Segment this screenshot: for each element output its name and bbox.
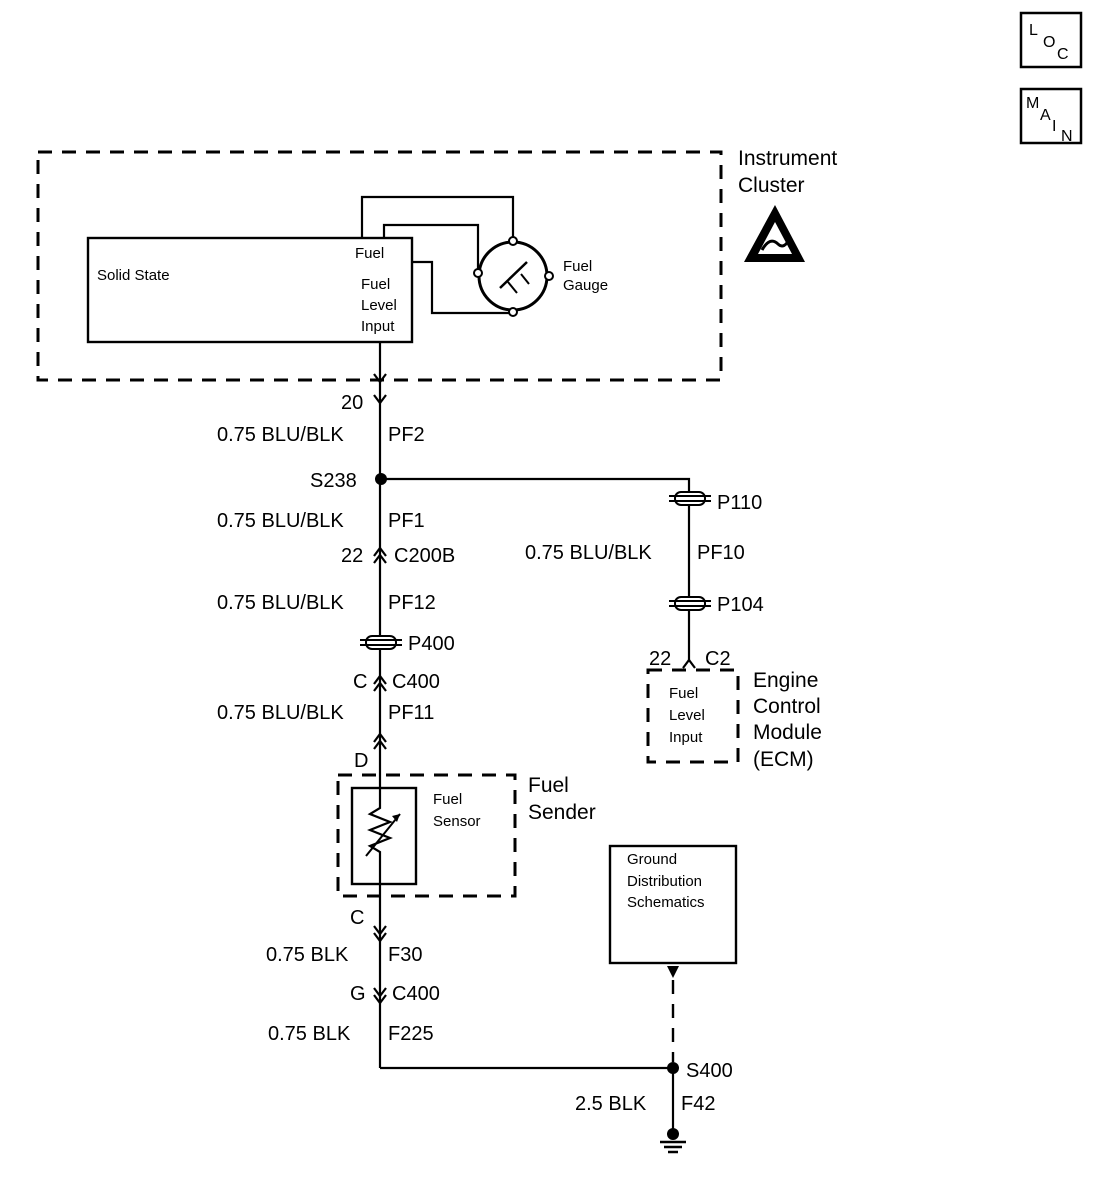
pass-through-p104 bbox=[669, 596, 711, 611]
ground-icon bbox=[660, 1128, 686, 1154]
svg-text:O: O bbox=[1043, 34, 1055, 51]
wire-pf10-label: 0.75 BLU/BLK bbox=[525, 542, 652, 564]
ecm-title: (ECM) bbox=[753, 748, 814, 771]
circuit-pf2-label: PF2 bbox=[388, 424, 425, 446]
circuit-f42-label: F42 bbox=[681, 1093, 715, 1115]
connector-c400 bbox=[373, 681, 387, 692]
pass-through-p110 bbox=[669, 491, 711, 506]
loc-button[interactable]: L O C bbox=[1019, 11, 1083, 69]
connector-c200b bbox=[373, 546, 387, 557]
connector-c2 bbox=[682, 658, 696, 669]
connector-symbol bbox=[373, 373, 387, 384]
circuit-f225-label: F225 bbox=[388, 1023, 434, 1045]
svg-text:I: I bbox=[1052, 118, 1056, 135]
pin-22-label: 22 bbox=[341, 545, 363, 567]
instrument-cluster-title: Cluster bbox=[738, 174, 805, 197]
svg-text:L: L bbox=[1029, 22, 1038, 39]
esd-warning-icon bbox=[744, 205, 805, 262]
splice-s400-label: S400 bbox=[686, 1060, 733, 1082]
fuel-sensor-label: Fuel bbox=[433, 791, 462, 808]
fuel-level-input-label: Fuel bbox=[361, 276, 390, 293]
pass-through-p110-label: P110 bbox=[717, 492, 762, 514]
fuel-gauge-icon bbox=[473, 236, 554, 317]
circuit-f30-label: F30 bbox=[388, 944, 422, 966]
ground-distribution-box[interactable] bbox=[608, 844, 738, 965]
wire-f42-label: 2.5 BLK bbox=[575, 1093, 647, 1115]
circuit-pf1-label: PF1 bbox=[388, 510, 425, 532]
connector-symbol bbox=[373, 732, 387, 743]
svg-text:A: A bbox=[1040, 107, 1051, 124]
pin-20-label: 20 bbox=[341, 392, 363, 414]
gauge-wire bbox=[412, 260, 513, 315]
ground-reference-arrow bbox=[667, 966, 679, 978]
pass-through-p400 bbox=[360, 635, 402, 650]
ecm-input-label: Fuel bbox=[669, 685, 698, 702]
pin-22-c2-label: 22 bbox=[649, 648, 671, 670]
gauge-wire bbox=[360, 195, 515, 240]
ground-distribution-label: Schematics bbox=[627, 894, 705, 911]
circuit-pf10-label: PF10 bbox=[697, 542, 745, 564]
ground-distribution-label: Ground bbox=[627, 851, 677, 868]
variable-resistor-icon bbox=[365, 788, 401, 884]
instrument-cluster-title: Instrument bbox=[738, 147, 837, 170]
connector-symbol bbox=[373, 925, 387, 936]
fuel-sender-title: Sender bbox=[528, 801, 596, 824]
svg-text:C: C bbox=[1057, 46, 1069, 63]
connector-c400-lower bbox=[373, 987, 387, 998]
circuit-pf11-label: PF11 bbox=[388, 702, 434, 724]
svg-text:M: M bbox=[1026, 95, 1039, 112]
wire-f30-label: 0.75 BLK bbox=[266, 944, 349, 966]
pin-c-label: C bbox=[353, 671, 367, 693]
pin-d-label: D bbox=[354, 750, 368, 772]
connector-c2-label: C2 bbox=[705, 648, 731, 670]
gauge-wire bbox=[382, 223, 480, 270]
fuel-level-input-label: Level bbox=[361, 297, 397, 314]
wire-pf12-label: 0.75 BLU/BLK bbox=[217, 592, 344, 614]
main-button[interactable]: M A I N bbox=[1019, 87, 1083, 145]
connector-symbol bbox=[373, 394, 387, 405]
connector-c200b-label: C200B bbox=[394, 545, 455, 567]
connector-c400-label: C400 bbox=[392, 671, 440, 693]
ecm-input-label: Level bbox=[669, 707, 705, 724]
fuel-level-input-label: Input bbox=[361, 318, 395, 335]
solid-state-module bbox=[86, 236, 414, 344]
connector-c400-lower bbox=[373, 994, 387, 1005]
wire-pf1-label: 0.75 BLU/BLK bbox=[217, 510, 344, 532]
circuit-pf12-label: PF12 bbox=[388, 592, 436, 614]
pass-through-p104-label: P104 bbox=[717, 594, 764, 616]
fuel-gauge-label: Gauge bbox=[563, 277, 608, 294]
connector-c400 bbox=[373, 674, 387, 685]
pin-c-lower-label: C bbox=[350, 907, 364, 929]
wire-f225-label: 0.75 BLK bbox=[268, 1023, 351, 1045]
splice-s238-label: S238 bbox=[310, 470, 357, 492]
fuel-sensor-label: Sensor bbox=[433, 813, 481, 830]
pin-g-label: G bbox=[350, 983, 366, 1005]
ecm-title: Module bbox=[753, 721, 822, 744]
fuel-pin-label: Fuel bbox=[355, 245, 384, 262]
ecm-title: Engine bbox=[753, 669, 818, 692]
ecm-boundary bbox=[646, 668, 740, 764]
pass-through-p400-label: P400 bbox=[408, 633, 455, 655]
fuel-sender-boundary bbox=[336, 773, 517, 898]
fuel-sender-title: Fuel bbox=[528, 774, 569, 797]
wire-pf11-label: 0.75 BLU/BLK bbox=[217, 702, 344, 724]
connector-symbol bbox=[373, 739, 387, 750]
ecm-title: Control bbox=[753, 695, 821, 718]
wire-pf2-label: 0.75 BLU/BLK bbox=[217, 424, 344, 446]
svg-text:N: N bbox=[1061, 128, 1073, 145]
ecm-input-label: Input bbox=[669, 729, 703, 746]
connector-symbol bbox=[373, 932, 387, 943]
ground-distribution-label: Distribution bbox=[627, 873, 702, 890]
fuel-gauge-label: Fuel bbox=[563, 258, 592, 275]
solid-state-label: Solid State bbox=[97, 267, 170, 284]
connector-c400-lower-label: C400 bbox=[392, 983, 440, 1005]
connector-c200b bbox=[373, 553, 387, 564]
